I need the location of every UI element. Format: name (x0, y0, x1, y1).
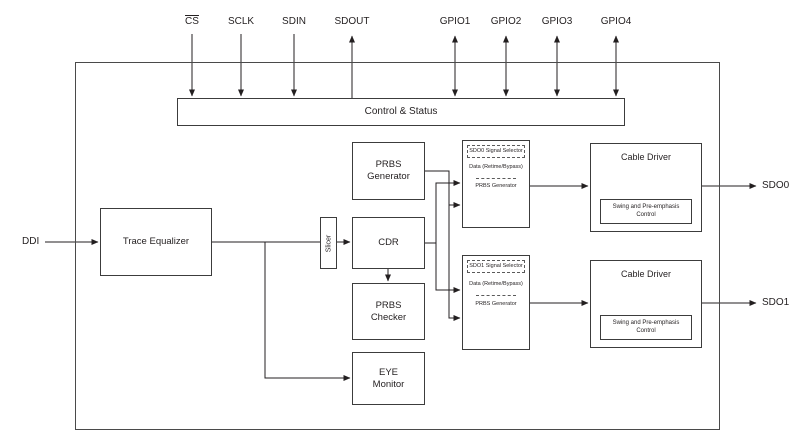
pin-label-sclk: SCLK (227, 16, 255, 27)
io-label-ddi: DDI (22, 236, 40, 247)
io-label-sdo1: SDO1 (762, 297, 790, 308)
sdo1-selector-divider (476, 294, 516, 296)
sdo0-selector-option-prbs: PRBS Generator (475, 182, 517, 189)
io-label-sdo0: SDO0 (762, 180, 790, 191)
eye-monitor-block: EYE Monitor (352, 352, 425, 405)
pin-label-gpio3: GPIO3 (541, 16, 573, 27)
eye-monitor-label: EYE Monitor (372, 366, 405, 390)
sdo1-selector-option-prbs: PRBS Generator (475, 300, 517, 307)
sdo0-selector-divider (476, 177, 516, 179)
control-status-block: Control & Status (177, 98, 625, 126)
sdo1-selector-option-data: Data (Retime/Bypass) (469, 281, 523, 288)
pin-label-gpio1: GPIO1 (439, 16, 471, 27)
sdo0-signal-selector-block: SDO0 Signal Selector Data (Retime/Bypass… (462, 140, 530, 228)
cable-driver1-title: Cable Driver (620, 269, 671, 279)
pin-label-sdout: SDOUT (334, 16, 370, 27)
slicer-block: Slicer (320, 217, 337, 269)
pin-label-sdin: SDIN (282, 16, 306, 27)
chip-boundary (75, 62, 720, 430)
sdo0-selector-title: SDO0 Signal Selector (467, 145, 525, 159)
trace-equalizer-label: Trace Equalizer (122, 236, 190, 248)
sdo1-selector-title: SDO1 Signal Selector (467, 260, 525, 274)
pin-label-cs: CS (185, 16, 199, 27)
cdr-label: CDR (378, 237, 399, 249)
prbs-checker-block: PRBS Checker (352, 283, 425, 340)
prbs-generator-label: PRBS Generator (367, 159, 410, 182)
prbs-generator-block: PRBS Generator (352, 142, 425, 200)
sdo0-selector-option-data: Data (Retime/Bypass) (469, 164, 523, 171)
pin-label-gpio2: GPIO2 (490, 16, 522, 27)
trace-equalizer-block: Trace Equalizer (100, 208, 212, 276)
cable-driver1-swing-control: Swing and Pre-emphasis Control (600, 314, 692, 340)
cable-driver1-block: Cable Driver Swing and Pre-emphasis Cont… (590, 260, 702, 348)
cable-driver0-block: Cable Driver Swing and Pre-emphasis Cont… (590, 143, 702, 232)
prbs-checker-label: PRBS Checker (370, 299, 407, 323)
sdo1-signal-selector-block: SDO1 Signal Selector Data (Retime/Bypass… (462, 255, 530, 350)
cable-driver0-title: Cable Driver (620, 152, 671, 162)
slicer-label: Slicer (325, 234, 333, 252)
cable-driver0-swing-control: Swing and Pre-emphasis Control (600, 198, 692, 224)
wire-group (45, 34, 757, 381)
cdr-block: CDR (352, 217, 425, 269)
pin-label-gpio4: GPIO4 (600, 16, 632, 27)
control-status-label: Control & Status (364, 105, 438, 117)
